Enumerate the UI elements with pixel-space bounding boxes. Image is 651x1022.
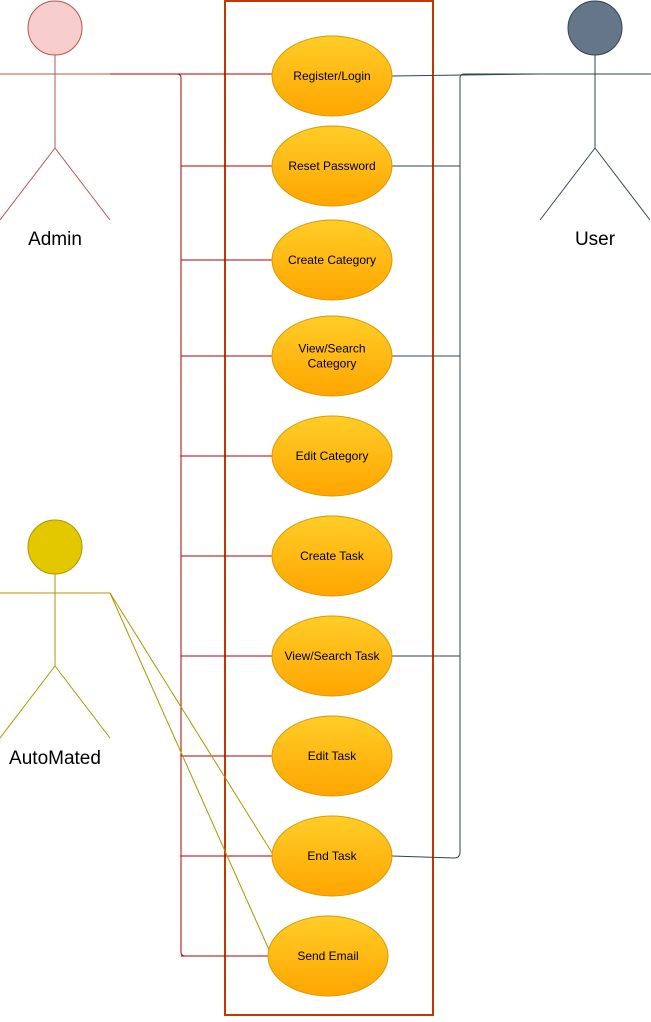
use-case-label: Register/Login [293, 69, 370, 83]
automated-left-leg [0, 665, 56, 739]
use-case-label: View/Search [298, 342, 365, 356]
admin-label: Admin [28, 229, 82, 250]
use-case-ellipse [267, 915, 389, 997]
admin-left-leg [0, 147, 56, 221]
connectors [109, 73, 541, 957]
use-case-ellipse [271, 35, 393, 117]
automated-link-line [109, 592, 275, 857]
automated-right-leg [54, 665, 111, 739]
use-case[interactable]: Edit Task [271, 715, 393, 797]
automated-link-line [109, 592, 271, 953]
user-right-leg [594, 147, 651, 221]
use-case-label: Edit Category [296, 449, 369, 463]
use-case[interactable]: Create Task [271, 515, 393, 597]
use-case-label: Reset Password [288, 159, 375, 173]
use-case[interactable]: View/Search Task [271, 615, 393, 697]
use-case-ellipse [271, 515, 393, 597]
use-case[interactable]: End Task [271, 815, 393, 897]
use-case[interactable]: Edit Category [271, 415, 393, 497]
use-case-label: View/Search Task [285, 649, 381, 663]
admin-head [27, 0, 83, 56]
use-case-label: Category [308, 357, 357, 371]
actor-user[interactable]: User [539, 0, 651, 250]
use-case-label: Edit Task [308, 749, 357, 763]
use-case-ellipse [271, 615, 393, 697]
user-head [567, 0, 623, 56]
use-case[interactable]: Create Category [271, 219, 393, 301]
actor-automated[interactable]: AutoMated [0, 519, 111, 769]
user-left-leg [539, 147, 596, 221]
user-link-line [391, 73, 541, 77]
use-case-ellipse [271, 219, 393, 301]
user-trunk-line [391, 73, 540, 859]
use-case-label: Create Category [288, 253, 376, 267]
actor-admin[interactable]: Admin [0, 0, 111, 250]
system-boundary [224, 0, 434, 1016]
automated-label: AutoMated [9, 748, 101, 769]
use-case-ellipse [271, 715, 393, 797]
use-case[interactable]: Register/Login [271, 35, 393, 117]
use-case-ellipse [271, 815, 393, 897]
automated-head [27, 519, 83, 575]
use-case-label: End Task [307, 849, 357, 863]
use-case-label: Send Email [297, 949, 358, 963]
use-case[interactable]: Send Email [267, 915, 389, 997]
use-case[interactable]: Reset Password [271, 125, 393, 207]
admin-trunk-line [110, 73, 186, 957]
use-case-ellipse [271, 125, 393, 207]
use-case-label: Create Task [300, 549, 365, 563]
user-label: User [575, 229, 616, 250]
admin-right-leg [54, 147, 111, 221]
use-case-ellipse [271, 315, 393, 397]
use-case-ellipse [271, 415, 393, 497]
